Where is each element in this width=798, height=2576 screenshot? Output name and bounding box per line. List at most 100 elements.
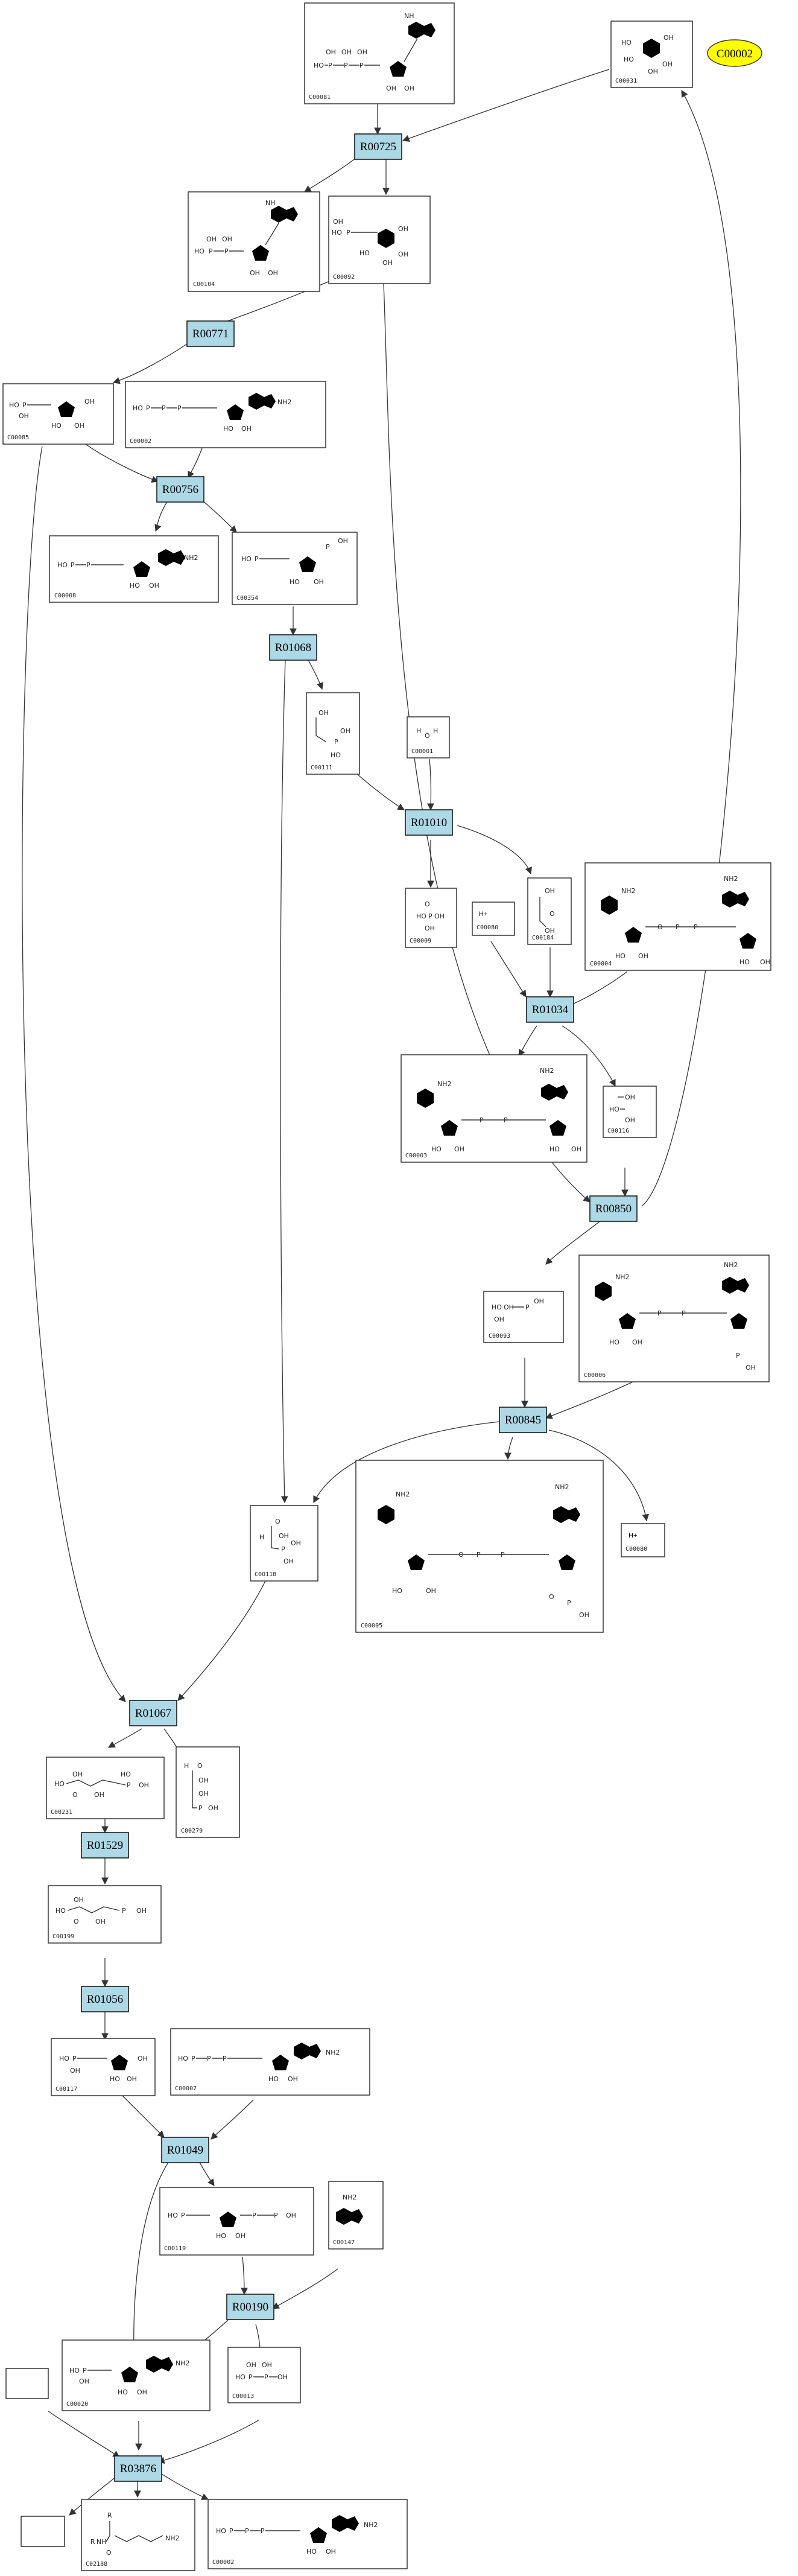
svg-text:P: P	[344, 62, 348, 69]
reaction-R00850[interactable]: R00850	[589, 1195, 638, 1222]
atom-label: H+	[629, 1532, 637, 1539]
reaction-R00756[interactable]: R00756	[156, 476, 204, 503]
compound-C00013[interactable]: HO P P OH OH OH C00013	[227, 2347, 301, 2403]
reaction-label: R01068	[275, 641, 311, 654]
compound-C00009[interactable]: O HO P OH OH C00009	[405, 888, 457, 948]
compound-C00020[interactable]: HO P NH2 OH HO OH C00020	[62, 2339, 211, 2411]
compound-id: C00002	[175, 2085, 197, 2092]
svg-text:O: O	[74, 1918, 79, 1926]
compound-C00085[interactable]: HO P OH OH HO OH C00085	[2, 383, 114, 445]
svg-text:HO: HO	[268, 2075, 279, 2083]
compound-unlabeled-output[interactable]	[21, 2516, 65, 2547]
compound-C00002-b[interactable]: HO P P P NH2 HO OH C00002	[170, 2028, 370, 2096]
compound-C00081[interactable]: HO P P P OH OH OH OH OH NH C00081	[304, 2, 455, 104]
compound-C00093[interactable]: HO OH P OH OH C00093	[483, 1291, 564, 1343]
reaction-R01049[interactable]: R01049	[161, 2137, 209, 2163]
reaction-R01056[interactable]: R01056	[81, 1986, 129, 2012]
compound-C00147[interactable]: NH2 C00147	[328, 2181, 384, 2250]
compound-C00118[interactable]: O H OH P OH OH C00118	[250, 1505, 318, 1582]
compound-C00008[interactable]: HO P P NH2 HO OH C00008	[49, 535, 219, 603]
reaction-R00725[interactable]: R00725	[354, 133, 402, 160]
svg-text:OH: OH	[149, 582, 159, 590]
reaction-label: R00190	[232, 2301, 268, 2314]
svg-text:OH: OH	[746, 1364, 756, 1372]
reaction-R00190[interactable]: R00190	[226, 2294, 274, 2320]
compound-C00080-b[interactable]: H+ C00080	[621, 1523, 665, 1557]
compound-C00031[interactable]: HO OH HO OH OH C00031	[610, 21, 693, 88]
svg-text:OH: OH	[326, 2548, 336, 2555]
svg-text:OH: OH	[198, 1790, 209, 1798]
reaction-R00771[interactable]: R00771	[186, 320, 235, 347]
svg-text:P: P	[223, 2055, 227, 2062]
molecule-structure: NH2 P P NH2 P OH HO OH	[595, 1261, 756, 1372]
compound-C00092[interactable]: OH HO P HO OH OH OH C00092	[328, 196, 431, 284]
svg-text:OH: OH	[235, 2232, 245, 2240]
svg-text:P: P	[83, 2367, 87, 2374]
compound-C00004[interactable]: NH2 O P P NH2 HO OH HO OH C00004	[584, 862, 771, 971]
compound-C00002-a[interactable]: HO P P P NH2 HO OH C00002	[125, 381, 326, 448]
compound-id: C00003	[405, 1153, 427, 1159]
svg-text:NH2: NH2	[343, 2193, 357, 2201]
compound-id: C00080	[477, 924, 498, 931]
svg-text:P: P	[261, 2527, 265, 2535]
compound-C00116[interactable]: OH HO OH C00116	[603, 1086, 657, 1138]
compound-C00003[interactable]: NH2 P P NH2 HO OH HO OH C00003	[401, 1054, 587, 1163]
svg-text:H: H	[259, 1533, 264, 1541]
svg-text:OH: OH	[318, 709, 329, 717]
compound-C00002-c[interactable]: HO P P P NH2 HO OH C00002	[207, 2499, 408, 2569]
molecule-structure: HO P P P NH2 HO OH	[133, 393, 292, 433]
compound-C00005[interactable]: NH2 O P P NH2 P OH HO OH O C00005	[355, 1460, 604, 1633]
reaction-label: R03876	[120, 2463, 156, 2475]
reaction-R01068[interactable]: R01068	[269, 634, 317, 661]
svg-text:OH: OH	[241, 425, 252, 433]
compound-C00184[interactable]: OH O OH C00184	[527, 877, 572, 945]
reaction-R01034[interactable]: R01034	[526, 996, 574, 1023]
svg-text:HO: HO	[194, 247, 204, 255]
molecule-structure: NH2 O P P NH2 P OH HO OH O	[378, 1483, 589, 1619]
svg-text:P: P	[71, 561, 75, 569]
reaction-R01529[interactable]: R01529	[81, 1832, 129, 1859]
compound-C00111[interactable]: OH P OH HO C00111	[306, 692, 360, 775]
compound-C00080-a[interactable]: H+ C00080	[472, 902, 515, 936]
reaction-R01067[interactable]: R01067	[129, 1700, 177, 1726]
reaction-R03876[interactable]: R03876	[114, 2455, 162, 2482]
svg-text:O: O	[425, 732, 430, 740]
svg-text:NH2: NH2	[555, 1483, 569, 1491]
svg-text:HO: HO	[621, 39, 632, 46]
svg-text:OH: OH	[494, 1315, 504, 1323]
compound-C00231[interactable]: HO OH O OH HO P OH C00231	[46, 1757, 165, 1819]
compound-C00279[interactable]: H O OH OH P OH C00279	[176, 1746, 240, 1838]
compound-id: C00147	[333, 2239, 355, 2246]
svg-text:HO: HO	[110, 2075, 120, 2083]
svg-text:OH: OH	[663, 34, 674, 42]
svg-text:OH: OH	[291, 1539, 301, 1547]
svg-text:NH2: NH2	[277, 398, 292, 406]
compound-C00117[interactable]: HO P OH OH HO OH C00117	[51, 2038, 156, 2096]
compound-id: C00020	[66, 2401, 88, 2408]
compound-C02188[interactable]: R R NH O NH2 C02188	[81, 2499, 195, 2571]
molecule-structure: HO P OH OH HO OH	[59, 2055, 148, 2083]
svg-text:OH: OH	[504, 1303, 514, 1311]
svg-text:HO: HO	[290, 578, 300, 586]
svg-text:HO: HO	[121, 1770, 131, 1778]
reaction-R00845[interactable]: R00845	[499, 1407, 547, 1433]
compound-id: C00111	[311, 765, 332, 771]
svg-text:OH: OH	[340, 727, 350, 735]
compound-C00001[interactable]: H O H C00001	[407, 716, 450, 758]
molecule-structure: OH HO P HO OH OH OH	[332, 218, 408, 267]
svg-text:NH2: NH2	[724, 1261, 738, 1269]
compound-C00006[interactable]: NH2 P P NH2 P OH HO OH C00006	[578, 1255, 770, 1382]
compound-C00104[interactable]: HO P P OH OH OH OH NH C00104	[188, 191, 320, 292]
reaction-R01010[interactable]: R01010	[405, 809, 453, 836]
molecule-structure: HO OH P OH OH	[492, 1297, 544, 1323]
svg-text:HO: HO	[359, 249, 370, 257]
compound-C00119[interactable]: HO P P P OH HO OH C00119	[159, 2187, 314, 2256]
svg-text:P: P	[72, 2055, 77, 2062]
highlight-compound[interactable]: C00002	[707, 39, 762, 67]
compound-unlabeled-input[interactable]	[5, 2368, 49, 2399]
svg-text:HO: HO	[549, 1145, 560, 1153]
compound-C00199[interactable]: HO OH O OH P OH C00199	[48, 1885, 162, 1944]
svg-text:HO: HO	[130, 582, 140, 590]
compound-C00354[interactable]: HO P P OH HO OH C00354	[232, 532, 358, 605]
